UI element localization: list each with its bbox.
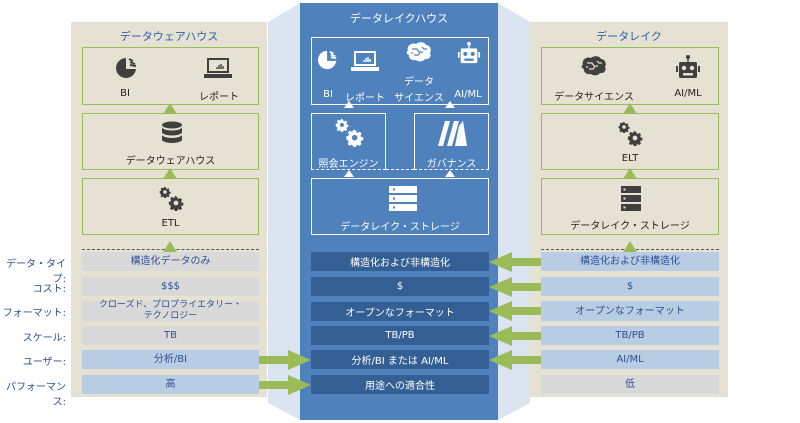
data-science-label-line1: データ [404,77,434,88]
warehouse-row-performance: 高 [82,375,259,394]
elt-label: ELT [621,153,639,164]
flow-arrow-up [445,101,455,108]
warehouse-row-scale: TB [82,326,259,345]
bi-label: BI [323,89,333,100]
warehouse-row-users: 分析/BI [82,350,259,369]
laptop-report-icon [350,49,380,73]
lake-title: データレイク [596,30,662,43]
aiml-label: AI/ML [674,88,702,99]
gears-icon [335,118,365,148]
lake-storage-label: データレイク・ストレージ [570,221,690,232]
query-engine-box: 照会エンジン [311,113,386,170]
lakehouse-storage-label: データレイク・ストレージ [340,222,460,233]
brain-icon [403,41,433,65]
laptop-report-icon [203,56,233,80]
lake-consumers-box: データサイエンス AI/ML [541,47,719,105]
lake-elt-box: ELT [541,113,719,170]
row-label-cost: コスト: [32,284,66,295]
lakehouse-row-scale: TB/PB [311,326,489,345]
row-label-users: ユーザー: [22,357,66,368]
left-wing [268,3,300,420]
lake-storage-box: データレイク・ストレージ [541,178,719,235]
warehouse-panel: データウェアハウス BI レポート データウェアハウス ETL 構造化データのみ… [71,22,267,397]
lakehouse-row-performance: 用途への適合性 [311,375,489,394]
flow-arrow-up [623,168,637,179]
lakehouse-row-users: 分析/BI または AI/ML [311,350,489,369]
database-icon [161,121,183,147]
row-label-performance: パフォーマンス: [6,382,66,408]
flow-arrow-up [344,170,354,177]
lake-row-format: オープンなフォーマット [541,301,719,321]
bi-label: BI [120,88,130,99]
etl-label: ETL [161,218,180,229]
governance-box: ガバナンス [414,113,489,170]
pie-chart-icon [115,56,139,80]
robot-icon [675,54,701,80]
lakehouse-panel: データレイクハウス BI レポート データ サイエンス AI/ML 照会エンジン [300,3,498,420]
server-icon [620,185,642,213]
flow-arrow-up [344,101,354,108]
flow-arrow-up [445,170,455,177]
robot-icon [457,41,481,65]
warehouse-row-data-type: 構造化データのみ [82,252,259,271]
row-label-format: フォーマット: [2,308,66,319]
flow-arrow-up [623,103,637,114]
flow-arrow-up [163,103,177,114]
data-science-label-line2: サイエンス [394,93,444,104]
right-wing [498,3,530,420]
governance-label: ガバナンス [426,159,477,170]
gears-icon [618,121,644,147]
lakehouse-storage-box: データレイク・ストレージ [311,178,489,235]
lake-row-scale: TB/PB [541,326,719,345]
lake-panel: データレイク データサイエンス AI/ML ELT データレイク・ストレージ 構… [530,22,728,397]
query-engine-label: 照会エンジン [318,159,379,170]
warehouse-storage-box: データウェアハウス [82,113,259,170]
aiml-label: AI/ML [454,89,482,100]
warehouse-row-cost: $$$ [82,277,259,296]
dashed-connector [386,169,414,170]
server-icon [388,185,418,211]
warehouse-row-format: クローズド、プロプライエタリー・ テクノロジー [82,300,259,321]
flow-arrow-up [163,241,177,252]
flow-arrow-up [163,168,177,179]
pie-chart-icon [317,49,339,71]
lake-row-performance: 低 [541,375,719,394]
row-label-scale: スケール: [22,333,66,344]
flow-arrow-up [623,241,637,252]
lake-row-data-type: 構造化および非構造化 [541,252,719,271]
report-label: レポート [345,93,385,104]
lakehouse-row-format: オープンなフォーマット [311,302,489,321]
lakehouse-consumers-box: BI レポート データ サイエンス AI/ML [311,37,489,105]
warehouse-storage-label: データウェアハウス [125,156,216,167]
lakehouse-row-data-type: 構造化および非構造化 [311,252,489,271]
report-label: レポート [199,92,239,103]
lake-row-cost: $ [541,277,719,296]
brain-icon [578,55,608,79]
row-label-data-type: データ・タイプ: [6,259,66,285]
warehouse-consumers-box: BI レポート [82,47,259,105]
lakehouse-row-cost: $ [311,277,489,296]
lakehouse-title: データレイクハウス [349,12,449,25]
books-icon [435,118,469,148]
gears-icon [159,186,185,212]
lake-row-users: AI/ML [541,350,719,369]
warehouse-title: データウェアハウス [119,30,219,43]
warehouse-etl-box: ETL [82,178,259,235]
data-science-label: データサイエンス [554,92,634,103]
row-labels: データ・タイプ: コスト: フォーマット: スケール: ユーザー: パフォーマン… [0,252,66,408]
